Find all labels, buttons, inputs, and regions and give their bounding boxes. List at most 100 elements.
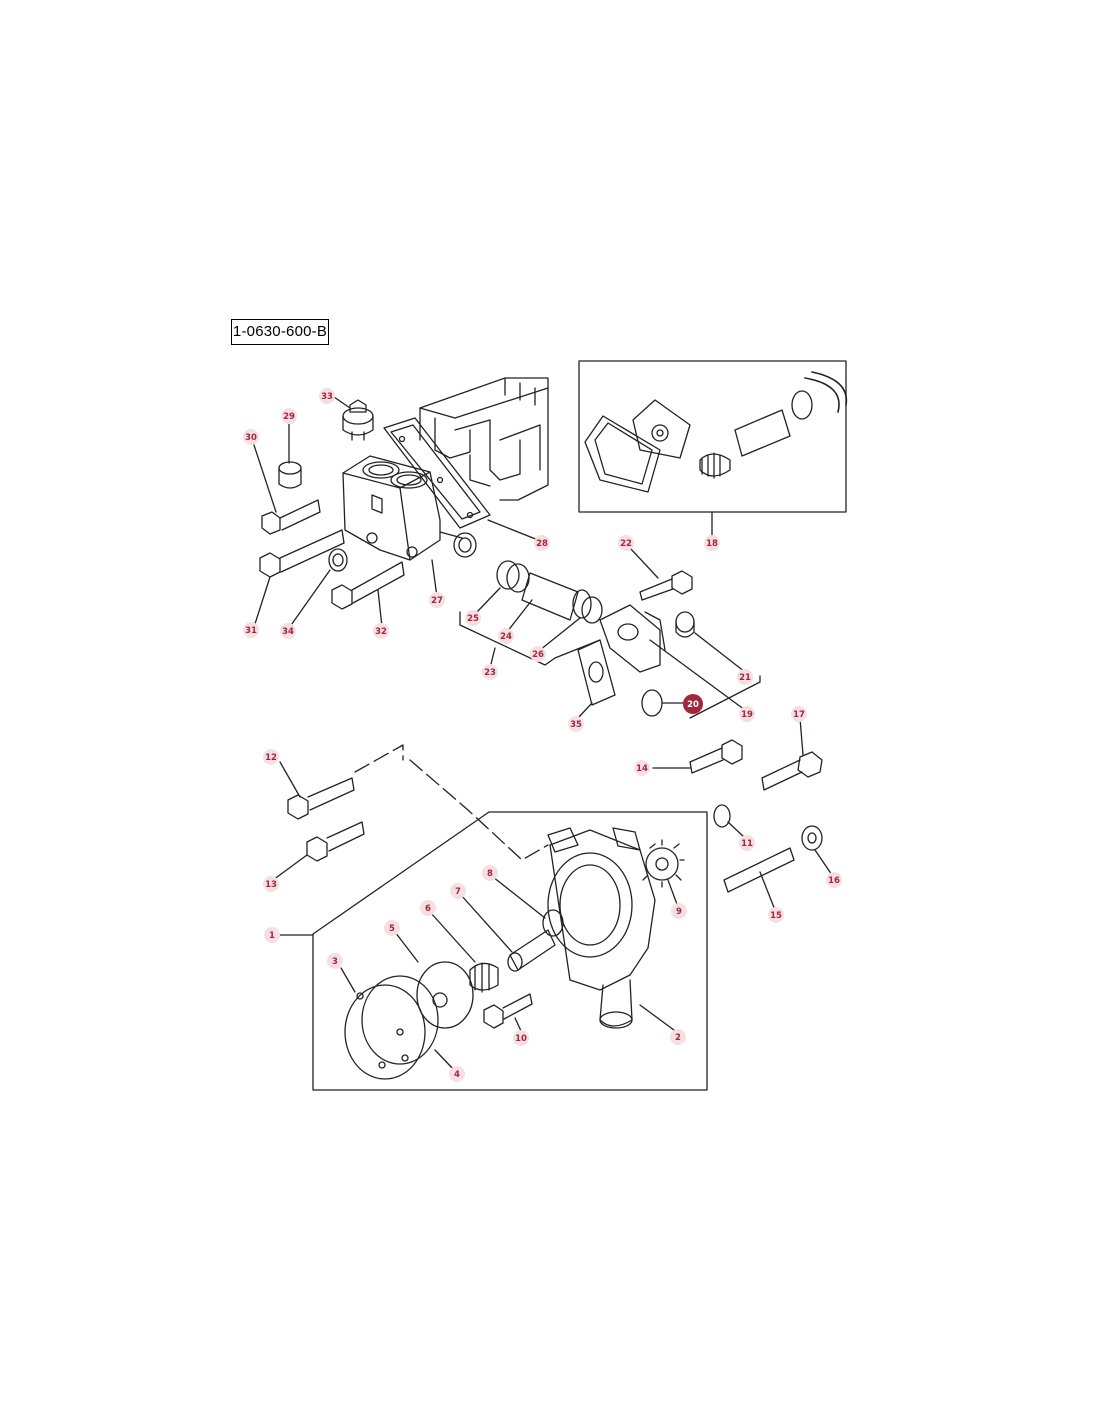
bolt-22	[639, 570, 693, 601]
svg-text:7: 7	[455, 887, 461, 897]
part-label-30: 30	[243, 429, 259, 445]
part-label-22: 22	[618, 535, 634, 551]
inset-frame-18	[578, 360, 847, 513]
svg-text:26: 26	[532, 650, 544, 660]
svg-text:17: 17	[793, 710, 805, 720]
o-ring-20	[641, 689, 663, 717]
svg-text:27: 27	[431, 596, 443, 606]
thermostat-part	[342, 399, 374, 441]
part-label-2: 2	[670, 1029, 686, 1045]
svg-text:1: 1	[269, 931, 275, 941]
svg-text:33: 33	[321, 392, 333, 402]
elbow-gasket	[577, 639, 616, 706]
pump-seal	[469, 962, 499, 993]
nut-16	[801, 825, 823, 851]
svg-text:2: 2	[675, 1033, 681, 1043]
part-label-27: 27	[429, 592, 445, 608]
water-elbow	[599, 604, 666, 673]
part-label-6: 6	[420, 900, 436, 916]
diagram-reference-code: 1-0630-600-B	[231, 319, 329, 345]
svg-text:16: 16	[828, 876, 840, 886]
engine-block	[419, 377, 549, 501]
part-label-15: 15	[768, 907, 784, 923]
bolt-30	[261, 499, 321, 535]
part-label-11: 11	[739, 835, 755, 851]
leader-lines	[252, 396, 833, 1072]
part-label-17: 17	[791, 706, 807, 722]
part-label-10: 10	[513, 1030, 529, 1046]
svg-text:22: 22	[620, 539, 632, 549]
svg-text:35: 35	[570, 720, 582, 730]
hose-assembly	[496, 560, 603, 624]
svg-text:5: 5	[389, 924, 395, 934]
svg-text:11: 11	[741, 839, 753, 849]
plug-21	[675, 611, 695, 638]
part-label-5: 5	[384, 920, 400, 936]
svg-text:6: 6	[425, 904, 431, 914]
part-label-34: 34	[280, 623, 296, 639]
part-label-21: 21	[737, 669, 753, 685]
svg-text:24: 24	[500, 632, 512, 642]
part-label-28: 28	[534, 535, 550, 551]
part-label-35: 35	[568, 716, 584, 732]
part-label-8: 8	[482, 865, 498, 881]
part-label-19: 19	[739, 706, 755, 722]
svg-text:20: 20	[687, 700, 699, 710]
part-label-12: 12	[263, 749, 279, 765]
seal-washer-34	[328, 548, 348, 572]
svg-text:31: 31	[245, 626, 257, 636]
pump-impeller-plate	[416, 961, 474, 1029]
part-label-3: 3	[327, 953, 343, 969]
svg-text:28: 28	[536, 539, 548, 549]
svg-text:15: 15	[770, 911, 782, 921]
svg-text:4: 4	[454, 1070, 460, 1080]
svg-text:13: 13	[265, 880, 277, 890]
bracket-19-21	[689, 675, 761, 719]
part-label-9: 9	[671, 903, 687, 919]
svg-text:29: 29	[283, 412, 295, 422]
svg-text:25: 25	[467, 614, 479, 624]
bolt-10	[483, 993, 533, 1029]
svg-text:19: 19	[741, 710, 753, 720]
part-label-33: 33	[319, 388, 335, 404]
part-label-1: 1	[264, 927, 280, 943]
svg-text:23: 23	[484, 668, 496, 678]
part-label-20-highlighted: 20	[683, 694, 703, 714]
plug-cap	[278, 461, 302, 489]
part-label-16: 16	[826, 872, 842, 888]
part-label-29: 29	[281, 408, 297, 424]
bolt-31	[259, 529, 345, 578]
water-pump-body	[547, 827, 656, 1029]
part-label-25: 25	[465, 610, 481, 626]
bolt-32	[331, 561, 405, 610]
pump-cover	[344, 975, 439, 1080]
thermostat-housing	[342, 455, 477, 561]
part-label-13: 13	[263, 876, 279, 892]
washer-11	[713, 804, 731, 828]
part-label-14: 14	[634, 760, 650, 776]
stud-15	[723, 847, 795, 893]
svg-text:34: 34	[282, 627, 294, 637]
svg-text:8: 8	[487, 869, 493, 879]
part-label-31: 31	[243, 622, 259, 638]
svg-text:10: 10	[515, 1034, 527, 1044]
svg-text:9: 9	[676, 907, 682, 917]
svg-text:21: 21	[739, 673, 751, 683]
bolt-14	[689, 739, 743, 774]
svg-text:30: 30	[245, 433, 257, 443]
svg-text:12: 12	[265, 753, 277, 763]
svg-text:14: 14	[636, 764, 648, 774]
bolt-17	[761, 751, 823, 791]
pump-shaft	[507, 909, 564, 972]
bolt-12	[287, 777, 355, 820]
svg-text:18: 18	[706, 539, 718, 549]
bolt-13	[306, 821, 365, 862]
svg-text:3: 3	[332, 957, 338, 967]
bracket-23	[459, 611, 601, 666]
part-label-23: 23	[482, 664, 498, 680]
svg-text:32: 32	[375, 627, 387, 637]
kit-frame-1	[312, 811, 708, 1091]
part-label-18: 18	[704, 535, 720, 551]
part-label-24: 24	[498, 628, 514, 644]
